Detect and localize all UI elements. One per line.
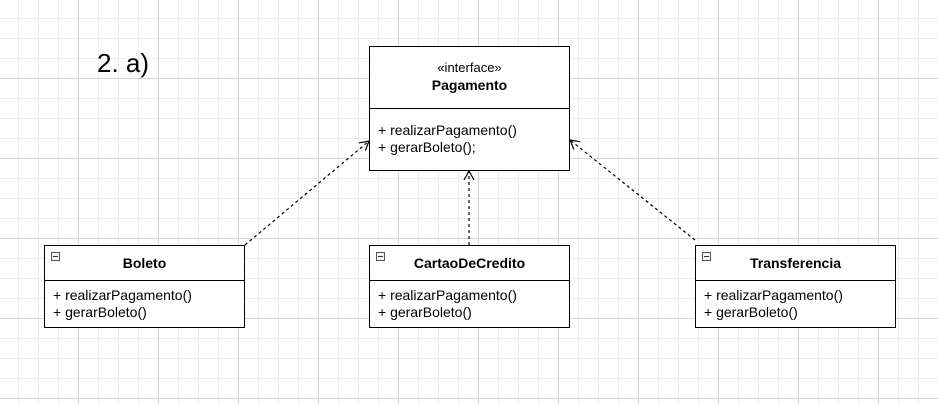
interface-name: Pagamento [431,77,508,93]
class-boleto[interactable]: Boleto + realizarPagamento() + gerarBole… [44,245,245,328]
class-cartao-methods: + realizarPagamento() + gerarBoleto() [370,281,569,321]
diagram-heading: 2. a) [97,48,150,78]
method-gerar-boleto: + gerarBoleto() [704,304,798,320]
class-boleto-methods: + realizarPagamento() + gerarBoleto() [45,281,244,321]
class-transferencia[interactable]: Transferencia + realizarPagamento() + ge… [695,245,896,328]
method-gerar-boleto: + gerarBoleto() [53,304,147,320]
interface-pagamento[interactable]: «interface» Pagamento + realizarPagament… [369,46,570,171]
class-boleto-name: Boleto [122,255,167,271]
class-transferencia-name: Transferencia [749,255,842,271]
class-transferencia-methods: + realizarPagamento() + gerarBoleto() [696,281,895,321]
method-gerar-boleto: + gerarBoleto(); [378,139,476,155]
class-cartao-name: CartaoDeCredito [413,255,526,271]
realization-boleto-to-pagamento[interactable] [244,140,370,246]
method-realizar-pagamento: + realizarPagamento() [53,287,192,303]
method-realizar-pagamento: + realizarPagamento() [704,287,843,303]
method-realizar-pagamento: + realizarPagamento() [378,122,517,138]
method-realizar-pagamento: + realizarPagamento() [378,287,517,303]
class-cartao-de-credito[interactable]: CartaoDeCredito + realizarPagamento() + … [369,245,570,328]
class-boleto-header: Boleto [45,246,244,281]
interface-methods: + realizarPagamento() + gerarBoleto(); [370,109,569,156]
class-transferencia-header: Transferencia [696,246,895,281]
collapse-toggle-icon[interactable] [51,252,60,261]
class-cartao-header: CartaoDeCredito [370,246,569,281]
collapse-toggle-icon[interactable] [376,252,385,261]
collapse-toggle-icon[interactable] [702,252,711,261]
interface-stereotype: «interface» [437,60,502,75]
interface-header: «interface» Pagamento [370,47,569,109]
realization-transferencia-to-pagamento[interactable] [569,139,696,241]
method-gerar-boleto: + gerarBoleto() [378,304,472,320]
